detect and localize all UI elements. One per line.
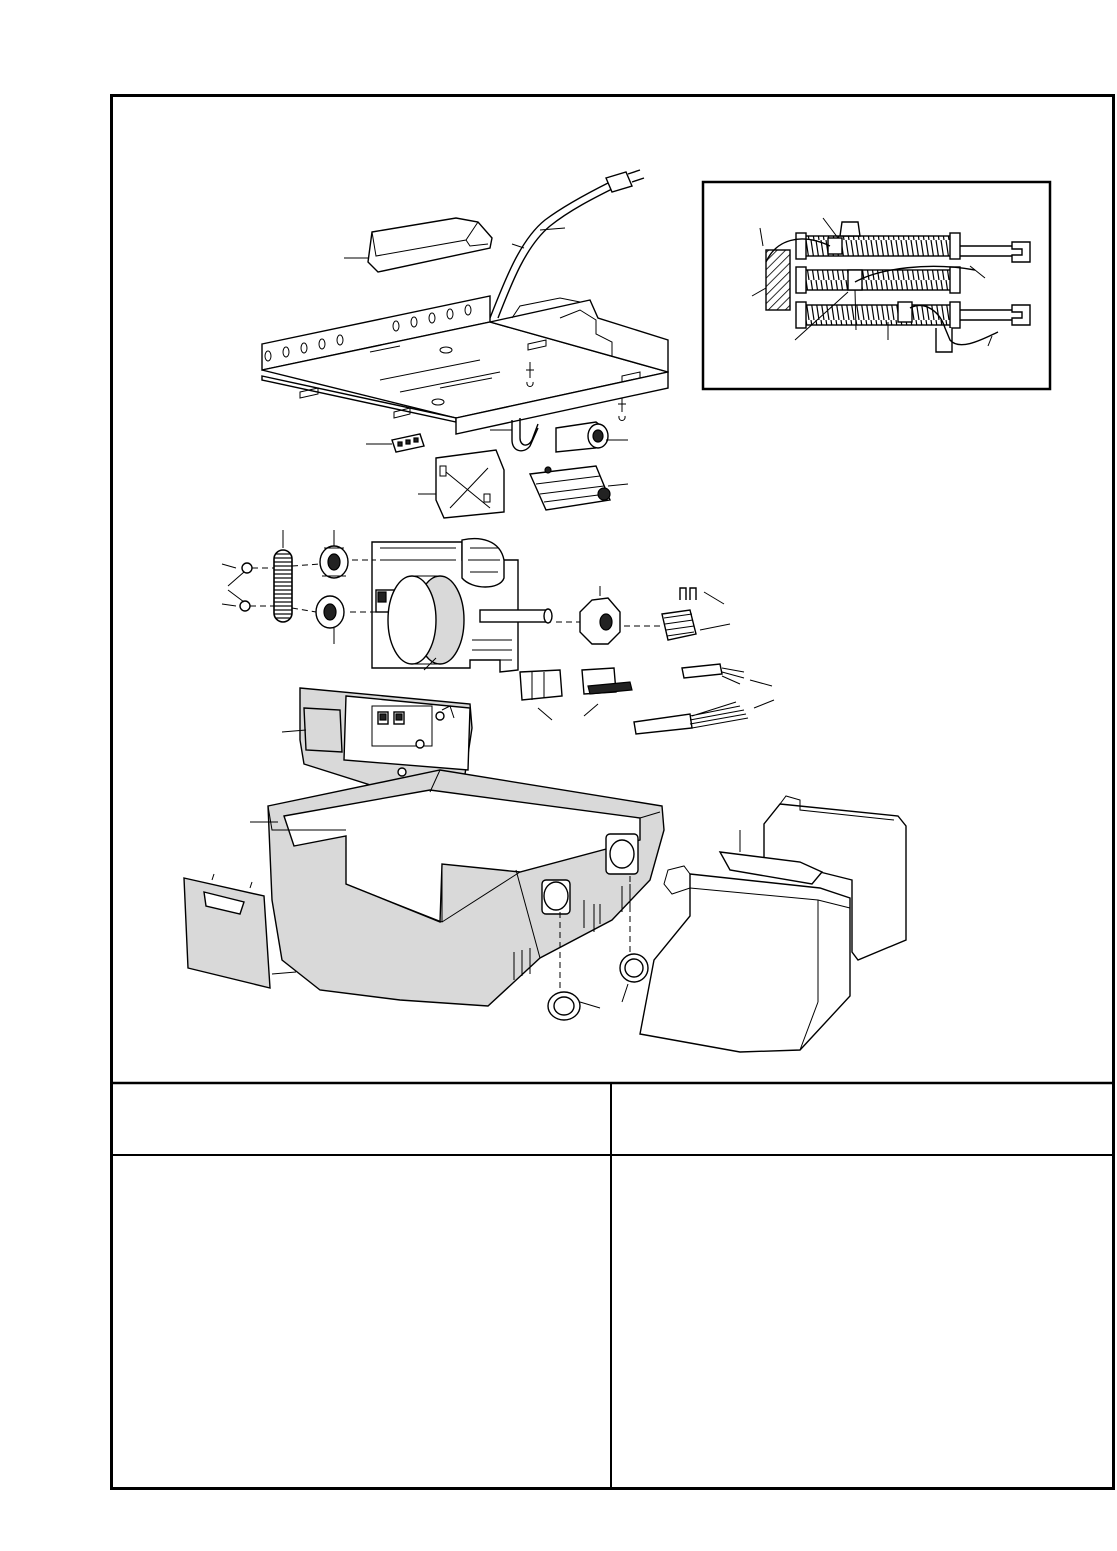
chassis-plate-part: [261, 295, 669, 435]
spring-cap: [949, 301, 961, 329]
light-socket-panel-part: [281, 687, 473, 795]
curved-wire: [765, 238, 831, 263]
belt: [273, 549, 293, 623]
end-panel-part: [183, 873, 297, 989]
spring-cap: [949, 232, 961, 260]
spring-clip-part: [679, 587, 725, 605]
curved-wire: [854, 265, 976, 283]
logic-bracket-part: [418, 449, 505, 519]
terminal-plug: [1011, 304, 1031, 326]
leader-line: [987, 335, 993, 347]
worm-gear-part: [624, 609, 731, 641]
pulley-part: [315, 530, 349, 644]
leader-line: [759, 227, 764, 247]
power-cord-part: [489, 169, 645, 319]
connector-block: [897, 301, 913, 323]
leader-line: [854, 289, 857, 331]
switch-module-part: [519, 667, 633, 721]
terminal-strip-part: [366, 433, 425, 453]
spring-cap: [795, 301, 807, 329]
wiring-detail-inset: [701, 180, 1052, 391]
curved-wire: [909, 304, 999, 346]
wire-harness-part: [633, 699, 775, 735]
bushings-part: [547, 876, 649, 1021]
leader-line: [822, 217, 839, 239]
limit-switch-part: [528, 465, 629, 511]
motor-gear-assembly: [350, 537, 553, 673]
leader-line: [794, 291, 849, 341]
capacitor-part: [555, 421, 628, 453]
u-bracket-part: [490, 418, 539, 452]
light-lens-part: [344, 217, 493, 273]
spring-cap: [949, 266, 961, 294]
leader-line: [751, 287, 767, 297]
connector-block: [827, 237, 843, 255]
coil-spring-top: [799, 235, 957, 257]
page-frame: [110, 94, 1115, 1490]
harness-connector-part: [681, 663, 773, 687]
terminal-plug: [1011, 241, 1031, 263]
drive-belt-part: [273, 530, 293, 623]
lens-covers-part: [639, 795, 907, 1053]
top-clip: [839, 221, 861, 237]
hatched-block: [765, 249, 791, 311]
spring-cap: [795, 232, 807, 260]
parts-table: [111, 1081, 1114, 1489]
coil-spring-bottom: [799, 304, 957, 326]
spring-cap: [795, 266, 807, 294]
screws-part: [221, 562, 321, 613]
leader-line: [969, 265, 986, 279]
motor-housing-part: [250, 769, 665, 1007]
sprocket-part: [556, 586, 621, 645]
